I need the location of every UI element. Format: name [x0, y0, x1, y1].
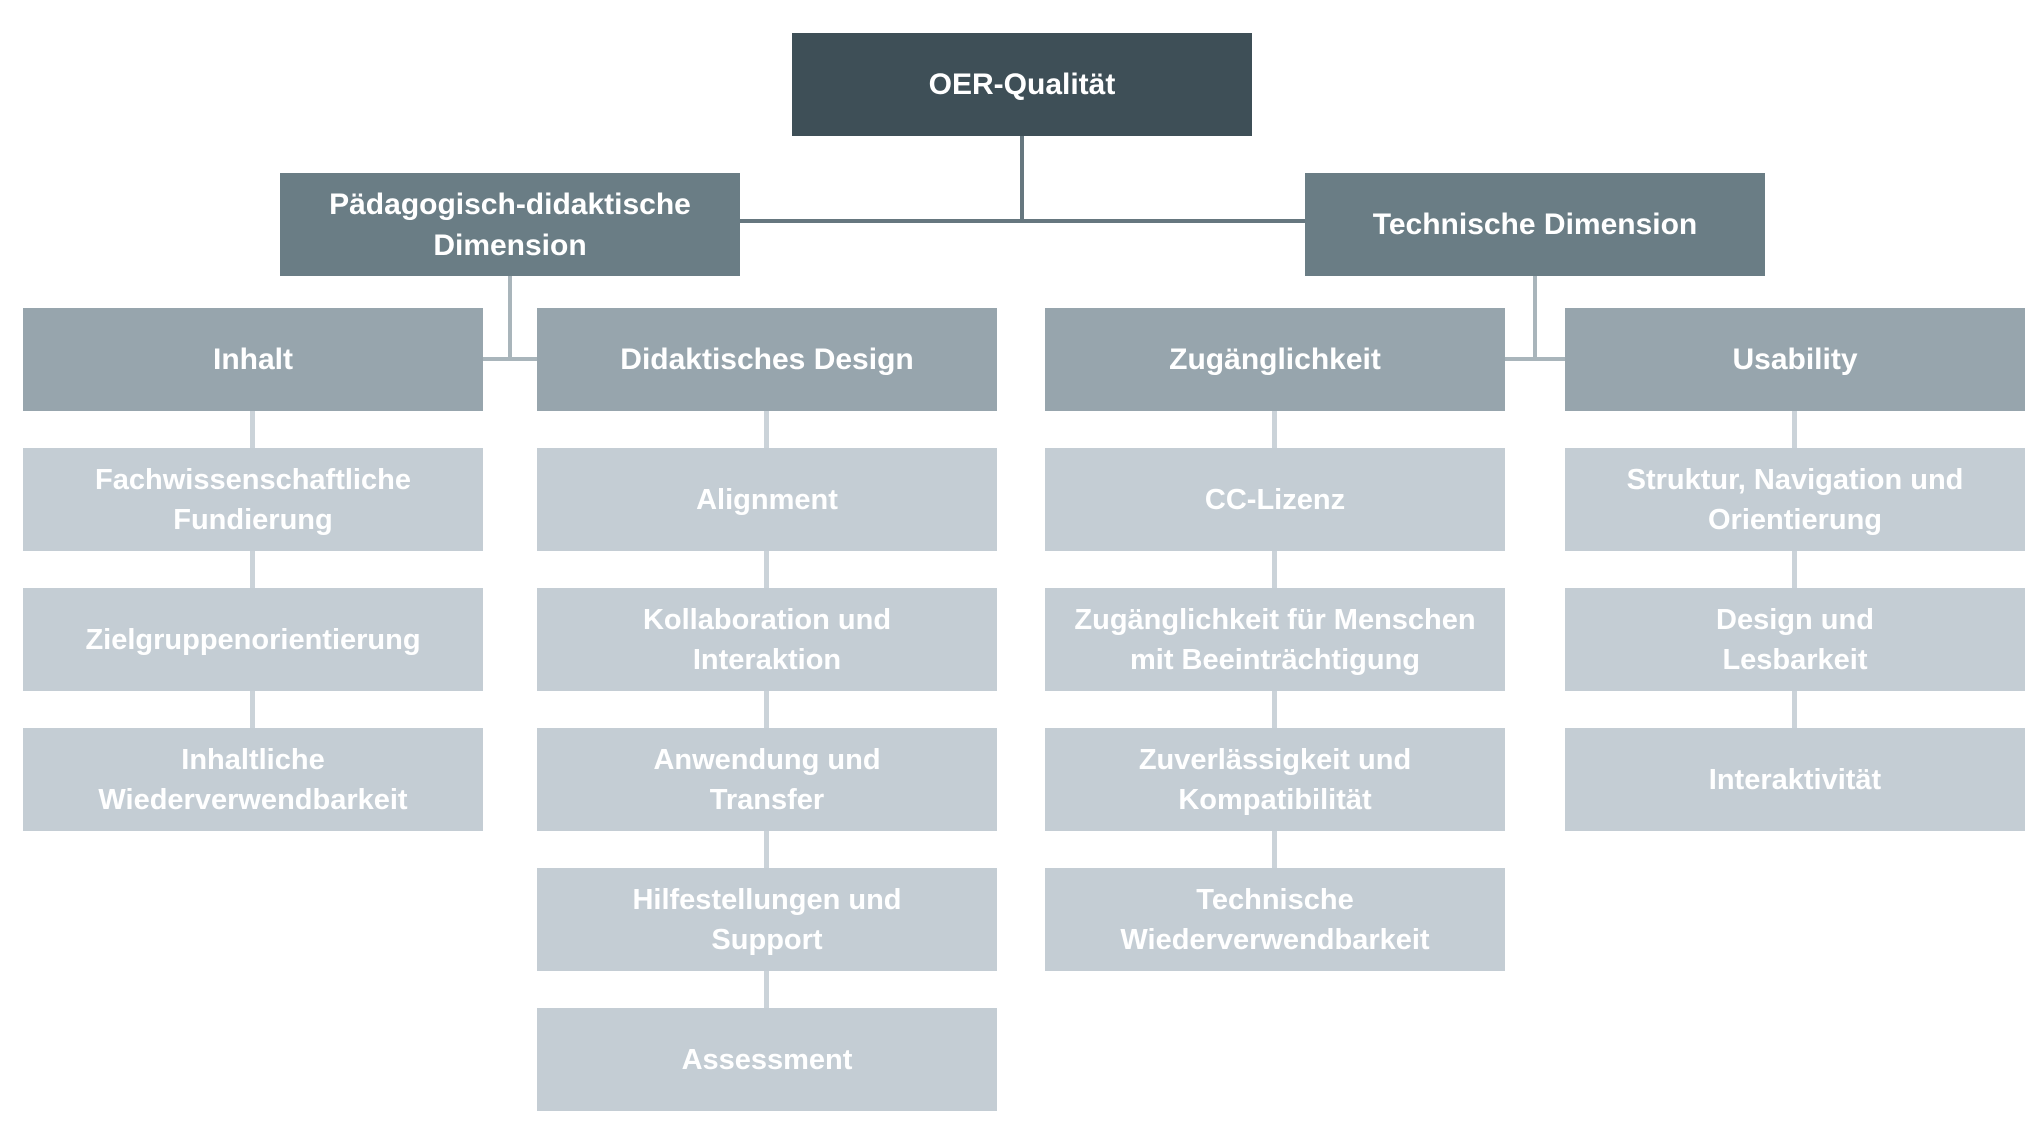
node-zuverlaessigkeit-und-kompatibilitaet: Zuverlässigkeit und Kompatibilität [1045, 728, 1505, 831]
node-paedagogisch-didaktische-dimension: Pädagogisch-didaktische Dimension [280, 173, 740, 276]
connector-col2-seg4 [764, 831, 769, 868]
node-didaktisches-design: Didaktisches Design [537, 308, 997, 411]
node-assessment: Assessment [537, 1008, 997, 1111]
connector-col1-seg3 [250, 691, 255, 728]
connector-col2-seg3 [764, 691, 769, 728]
connector-col1-seg1 [250, 411, 255, 448]
node-alignment: Alignment [537, 448, 997, 551]
node-inhalt: Inhalt [23, 308, 483, 411]
connector-col2-seg2 [764, 551, 769, 588]
connector-col3-seg1 [1272, 411, 1277, 448]
node-inhaltliche-wiederverwendbarkeit: Inhaltliche Wiederverwendbarkeit [23, 728, 483, 831]
connector-technische-vertical [1533, 276, 1537, 361]
node-zielgruppenorientierung: Zielgruppenorientierung [23, 588, 483, 691]
node-zugaenglichkeit-fuer-menschen: Zugänglichkeit für Menschen mit Beeinträ… [1045, 588, 1505, 691]
node-zugaenglichkeit: Zugänglichkeit [1045, 308, 1505, 411]
connector-paedagogisch-stub [483, 357, 537, 361]
connector-root-vertical [1020, 136, 1024, 223]
connector-col3-seg3 [1272, 691, 1277, 728]
connector-col4-seg1 [1792, 411, 1797, 448]
node-technische-dimension: Technische Dimension [1305, 173, 1765, 276]
connector-col3-seg4 [1272, 831, 1277, 868]
node-hilfestellungen-und-support: Hilfestellungen und Support [537, 868, 997, 971]
node-struktur-navigation-orientierung: Struktur, Navigation und Orientierung [1565, 448, 2025, 551]
node-interaktivitaet: Interaktivität [1565, 728, 2025, 831]
connector-col3-seg2 [1272, 551, 1277, 588]
connector-paedagogisch-vertical [508, 276, 512, 361]
connector-technische-stub [1505, 357, 1565, 361]
connector-col2-seg5 [764, 971, 769, 1008]
connector-root-horizontal [740, 219, 1305, 223]
node-cc-lizenz: CC-Lizenz [1045, 448, 1505, 551]
connector-col2-seg1 [764, 411, 769, 448]
connector-col4-seg2 [1792, 551, 1797, 588]
node-usability: Usability [1565, 308, 2025, 411]
node-oer-qualitaet: OER-Qualität [792, 33, 1252, 136]
connector-col1-seg2 [250, 551, 255, 588]
node-technische-wiederverwendbarkeit: Technische Wiederverwendbarkeit [1045, 868, 1505, 971]
node-fachwissenschaftliche-fundierung: Fachwissenschaftliche Fundierung [23, 448, 483, 551]
connector-col4-seg3 [1792, 691, 1797, 728]
node-anwendung-und-transfer: Anwendung und Transfer [537, 728, 997, 831]
node-design-und-lesbarkeit: Design und Lesbarkeit [1565, 588, 2025, 691]
node-kollaboration-und-interaktion: Kollaboration und Interaktion [537, 588, 997, 691]
